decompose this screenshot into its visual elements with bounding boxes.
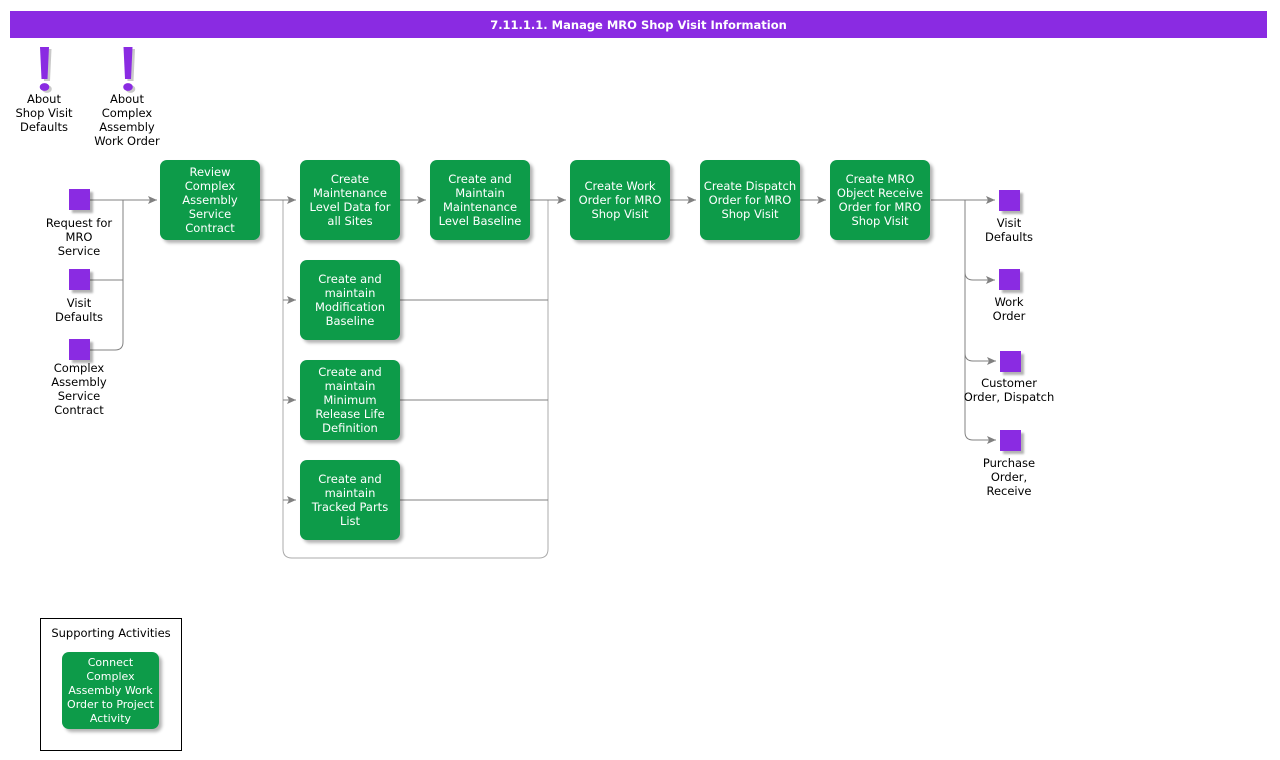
activity-label: Create and maintain Tracked Parts List [311, 472, 389, 528]
activity-connect-complex-assembly-work-order-to-project-activity[interactable]: Connect Complex Assembly Work Order to P… [62, 652, 159, 729]
output-label: Visit Defaults [984, 216, 1033, 244]
output-purchase-order-receive-square[interactable] [1000, 430, 1021, 451]
output-label: Customer Order, Dispatch [963, 376, 1055, 404]
output-work-order-square[interactable] [999, 269, 1020, 290]
input-visit-defaults-square[interactable] [69, 269, 90, 290]
activity-label: Create Dispatch Order for MRO Shop Visit [703, 179, 797, 221]
activity-create-maintain-minimum-release-life[interactable]: Create and maintain Minimum Release Life… [300, 360, 400, 440]
activity-review-complex-assembly-service-contract[interactable]: Review Complex Assembly Service Contract [160, 160, 260, 240]
supporting-activities-title: Supporting Activities [51, 626, 171, 640]
activity-label: Review Complex Assembly Service Contract [182, 165, 238, 235]
output-visit-defaults-square[interactable] [999, 190, 1020, 211]
activity-label: Connect Complex Assembly Work Order to P… [67, 655, 154, 725]
input-label: Request for MRO Service [45, 216, 113, 258]
activity-label: Create MRO Object Receive Order for MRO … [836, 172, 924, 228]
activity-create-maintenance-level-data[interactable]: Create Maintenance Level Data for all Si… [300, 160, 400, 240]
supporting-activities-box: Supporting Activities Connect Complex As… [40, 618, 182, 751]
input-label: Visit Defaults [54, 296, 103, 324]
output-customer-order-dispatch-square[interactable] [1000, 351, 1021, 372]
input-request-for-mro-service-square[interactable] [69, 189, 90, 210]
activity-label: Create and maintain Modification Baselin… [314, 272, 386, 328]
activity-label: Create Maintenance Level Data for all Si… [309, 172, 391, 228]
diagram-title-bar: 7.11.1.1. Manage MRO Shop Visit Informat… [10, 11, 1267, 38]
activity-create-maintain-tracked-parts-list[interactable]: Create and maintain Tracked Parts List [300, 460, 400, 540]
activity-create-work-order[interactable]: Create Work Order for MRO Shop Visit [570, 160, 670, 240]
arrow-connectors [90, 196, 996, 504]
activity-create-dispatch-order[interactable]: Create Dispatch Order for MRO Shop Visit [700, 160, 800, 240]
activity-label: Create Work Order for MRO Shop Visit [578, 179, 662, 221]
about-complex-assembly-work-order-icon[interactable] [123, 47, 136, 93]
note-label-shop-visit-defaults: About Shop Visit Defaults [15, 92, 73, 134]
about-shop-visit-defaults-icon[interactable] [39, 47, 52, 93]
activity-label: Create and maintain Minimum Release Life… [315, 365, 385, 435]
output-label: Purchase Order, Receive [982, 456, 1036, 498]
plain-connectors [90, 200, 966, 501]
activity-create-mro-object-receive-order[interactable]: Create MRO Object Receive Order for MRO … [830, 160, 930, 240]
page-title: 7.11.1.1. Manage MRO Shop Visit Informat… [490, 17, 787, 32]
input-complex-assembly-service-contract-square[interactable] [69, 339, 90, 360]
input-label: Complex Assembly Service Contract [51, 361, 107, 417]
activity-create-maintain-maintenance-level-baseline[interactable]: Create and Maintain Maintenance Level Ba… [430, 160, 530, 240]
activity-create-maintain-modification-baseline[interactable]: Create and maintain Modification Baselin… [300, 260, 400, 340]
output-label: Work Order [992, 295, 1026, 323]
activity-label: Create and Maintain Maintenance Level Ba… [438, 172, 522, 228]
note-label-complex-assembly-work-order: About Complex Assembly Work Order [94, 92, 160, 148]
